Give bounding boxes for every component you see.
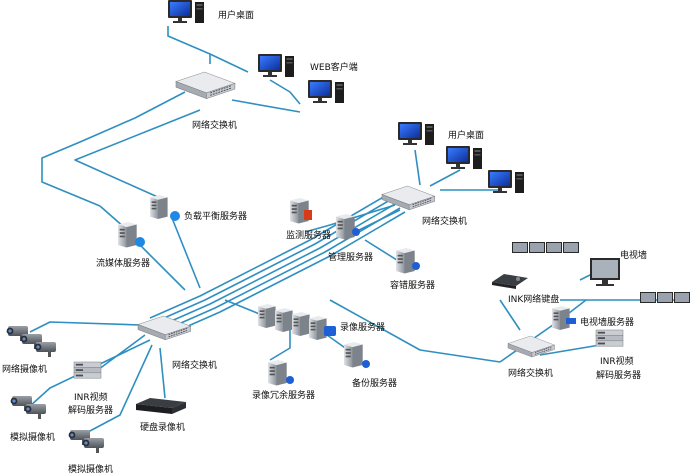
- user-desktop-right-pc-1-icon: [398, 122, 434, 145]
- backup-server-icon: [344, 342, 363, 368]
- management-server-label: 管理服务器: [328, 251, 373, 263]
- analog-camera-1-label: 模拟摄像机: [10, 431, 55, 443]
- dr-server-icon: [396, 248, 415, 274]
- inr-decoder-left-label-line1: INR视频: [74, 391, 108, 403]
- management-disk-icon: [352, 228, 360, 236]
- inr-decoder-left-icon: [73, 361, 102, 379]
- alert-icon: [304, 210, 312, 220]
- user-desktop-right-label: 用户桌面: [448, 129, 484, 141]
- redundancy-disk-icon: [286, 376, 294, 384]
- ink-keyboard-label: INK网络键盘: [508, 293, 559, 305]
- recording-server-label: 录像服务器: [340, 321, 385, 333]
- streaming-server-icon: [118, 222, 137, 248]
- analog-camera-group-1-icon: [10, 396, 46, 419]
- ink-keyboard-icon: [492, 274, 528, 289]
- user-desktop-right-pc-2-icon: [446, 146, 482, 169]
- recording-redundancy-server-icon: [268, 360, 287, 386]
- inr-decoder-right-label-line1: INR视频: [600, 355, 634, 367]
- management-server-icon: [336, 214, 355, 240]
- video-wall-label: 电视墙: [620, 249, 647, 261]
- streaming-globe-icon: [135, 237, 145, 247]
- streaming-label: 流媒体服务器: [96, 257, 150, 269]
- switch-top-label: 网络交换机: [192, 119, 237, 131]
- analog-camera-2-label: 模拟摄像机: [68, 463, 113, 475]
- load-balance-globe-icon: [170, 211, 180, 221]
- switch-bottom-right-label: 网络交换机: [508, 367, 553, 379]
- switch-right-label: 网络交换机: [422, 215, 467, 227]
- switch-center-icon: [137, 315, 192, 341]
- web-client-pc-2-icon: [308, 80, 344, 103]
- inr-decoder-left-label-line2: 解码服务器: [68, 404, 113, 416]
- dvr-label: 硬盘录像机: [140, 421, 185, 433]
- switch-center-label: 网络交换机: [172, 359, 217, 371]
- recording-disk-icon: [324, 326, 336, 336]
- video-wall-main-monitor-icon: [590, 258, 620, 286]
- analog-camera-group-2-icon: [68, 430, 104, 453]
- load-balance-label: 负载平衡服务器: [184, 210, 247, 222]
- backup-server-label: 备份服务器: [352, 377, 397, 389]
- inr-decoder-right-label-line2: 解码服务器: [596, 369, 641, 381]
- backup-disk-icon: [362, 360, 370, 368]
- monitor-server-label: 监测服务器: [286, 229, 331, 241]
- recording-redundancy-label: 录像冗余服务器: [252, 389, 315, 401]
- network-camera-label: 网络摄像机: [2, 363, 47, 375]
- load-balance-server-icon: [150, 195, 168, 219]
- dvr-icon: [136, 398, 186, 414]
- dr-disk-icon: [412, 262, 420, 270]
- dr-server-label: 容错服务器: [390, 279, 435, 291]
- user-desktop-top-label: 用户桌面: [218, 9, 254, 21]
- switch-top-icon: [175, 71, 236, 100]
- user-desktop-top-pc-icon: [168, 0, 204, 23]
- video-wall-screens-right-icon: [640, 292, 690, 303]
- video-wall-screens-top-icon: [512, 242, 579, 253]
- recording-server-cluster-icon: [258, 304, 327, 340]
- web-client-pc-1-icon: [258, 54, 294, 77]
- video-wall-server-screen-icon: [566, 318, 576, 324]
- inr-decoder-right-icon: [595, 329, 624, 347]
- video-wall-server-label: 电视墙服务器: [580, 316, 634, 328]
- web-client-label: WEB客户端: [310, 61, 358, 73]
